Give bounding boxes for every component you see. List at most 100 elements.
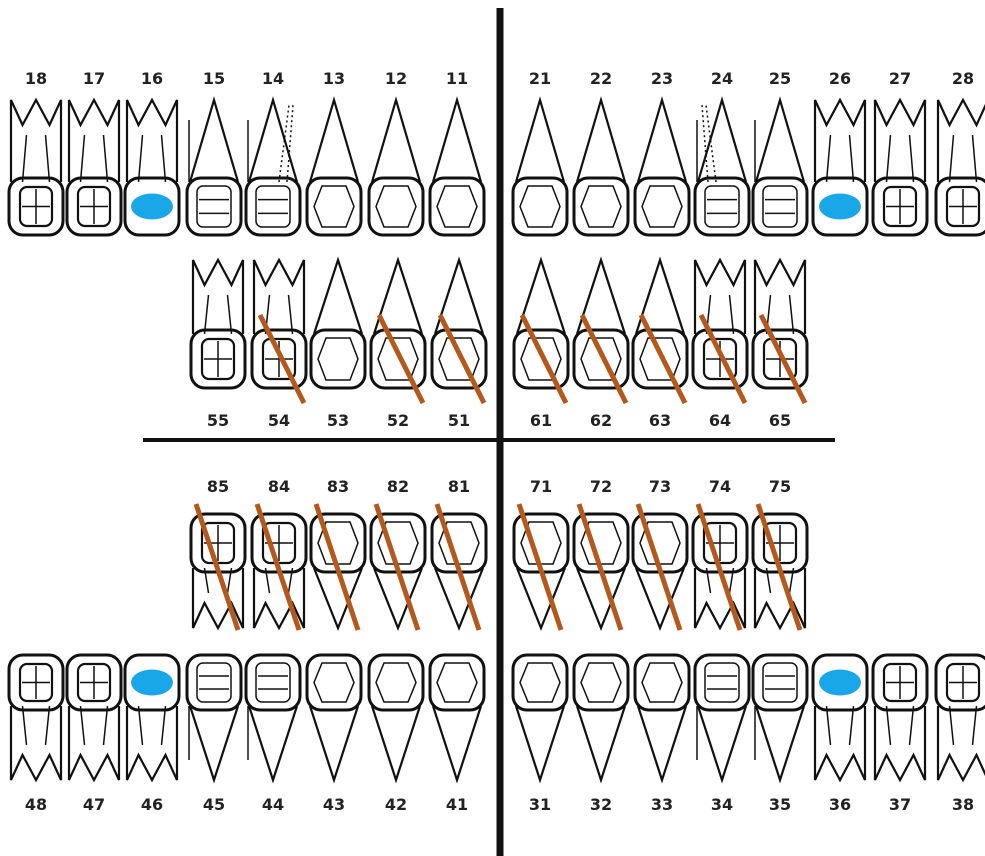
tooth-55[interactable]: 55 [189,257,247,430]
tooth-13[interactable]: 13 [305,69,363,237]
tooth-35[interactable]: 35 [751,653,809,814]
tooth-31[interactable]: 31 [511,653,569,814]
tooth-number: 44 [262,795,284,814]
tooth-number: 17 [83,69,105,88]
tooth-number: 11 [446,69,468,88]
tooth-number: 13 [323,69,345,88]
tooth-47[interactable]: 47 [65,653,123,814]
tooth-24[interactable]: 24 [693,69,751,237]
tooth-28[interactable]: 28 [934,69,985,237]
tooth-75[interactable]: 75 [751,477,809,631]
strike-mark [193,503,241,631]
tooth-84[interactable]: 84 [250,477,308,631]
strike-mark [519,313,569,405]
tooth-53[interactable]: 53 [309,256,367,430]
tooth-82[interactable]: 82 [369,477,427,631]
tooth-44[interactable]: 44 [244,653,302,814]
tooth-22[interactable]: 22 [572,69,630,237]
tooth-number: 21 [529,69,551,88]
tooth-46[interactable]: 46 [123,653,181,814]
tooth-63[interactable]: 63 [631,256,689,430]
tooth-23[interactable]: 23 [633,69,691,237]
strike-mark [254,503,302,631]
tooth-number: 71 [530,477,552,496]
tooth-42[interactable]: 42 [367,653,425,814]
tooth-43[interactable]: 43 [305,653,363,814]
tooth-85[interactable]: 85 [189,477,247,631]
tooth-21[interactable]: 21 [511,69,569,237]
tooth-81[interactable]: 81 [430,477,488,631]
tooth-15[interactable]: 15 [185,69,243,237]
tooth-38[interactable]: 38 [934,653,985,814]
tooth-number: 55 [207,411,229,430]
tooth-number: 42 [385,795,407,814]
tooth-27[interactable]: 27 [871,69,929,237]
tooth-number: 25 [769,69,791,88]
tooth-54[interactable]: 54 [250,257,308,430]
tooth-12[interactable]: 12 [367,69,425,237]
tooth-number: 74 [709,477,731,496]
tooth-32[interactable]: 32 [572,653,630,814]
tooth-73[interactable]: 73 [631,477,689,631]
tooth-64[interactable]: 64 [691,257,749,430]
tooth-52[interactable]: 52 [369,256,427,430]
strike-mark [755,503,803,631]
tooth-25[interactable]: 25 [751,69,809,237]
tooth-62[interactable]: 62 [572,256,630,430]
tooth-number: 33 [651,795,673,814]
tooth-34[interactable]: 34 [693,653,751,814]
strike-mark [758,313,808,405]
strike-mark [695,503,743,631]
tooth-number: 16 [141,69,163,88]
strike-mark [638,313,688,405]
tooth-number: 43 [323,795,345,814]
tooth-48[interactable]: 48 [7,653,65,814]
tooth-number: 32 [590,795,612,814]
tooth-71[interactable]: 71 [512,477,570,631]
tooth-14[interactable]: 14 [244,69,302,237]
tooth-16[interactable]: 16 [123,69,181,237]
tooth-number: 63 [649,411,671,430]
tooth-17[interactable]: 17 [65,69,123,237]
tooth-number: 31 [529,795,551,814]
tooth-37[interactable]: 37 [871,653,929,814]
tooth-number: 82 [387,477,409,496]
tooth-number: 61 [530,411,552,430]
tooth-number: 65 [769,411,791,430]
tooth-number: 62 [590,411,612,430]
tooth-26[interactable]: 26 [811,69,869,237]
tooth-number: 84 [268,477,290,496]
tooth-45[interactable]: 45 [185,653,243,814]
tooth-61[interactable]: 61 [512,256,570,430]
tooth-72[interactable]: 72 [572,477,630,631]
tooth-83[interactable]: 83 [309,477,367,631]
tooth-41[interactable]: 41 [428,653,486,814]
tooth-number: 24 [711,69,733,88]
strike-mark [698,313,748,405]
tooth-74[interactable]: 74 [691,477,749,631]
tooth-65[interactable]: 65 [751,257,809,430]
tooth-33[interactable]: 33 [633,653,691,814]
tooth-number: 73 [649,477,671,496]
tooth-number: 48 [25,795,47,814]
strike-mark [516,503,564,631]
strike-mark [257,313,307,405]
tooth-number: 46 [141,795,163,814]
tooth-11[interactable]: 11 [428,69,486,237]
tooth-number: 51 [448,411,470,430]
tooth-number: 85 [207,477,229,496]
tooth-51[interactable]: 51 [430,256,488,430]
strike-mark [313,503,361,631]
tooth-36[interactable]: 36 [811,653,869,814]
tooth-number: 35 [769,795,791,814]
tooth-number: 41 [446,795,468,814]
tooth-number: 83 [327,477,349,496]
tooth-18[interactable]: 18 [7,69,65,237]
strike-mark [434,503,482,631]
tooth-number: 64 [709,411,731,430]
tooth-number: 53 [327,411,349,430]
strike-mark [576,503,624,631]
strike-mark [635,503,683,631]
tooth-number: 22 [590,69,612,88]
